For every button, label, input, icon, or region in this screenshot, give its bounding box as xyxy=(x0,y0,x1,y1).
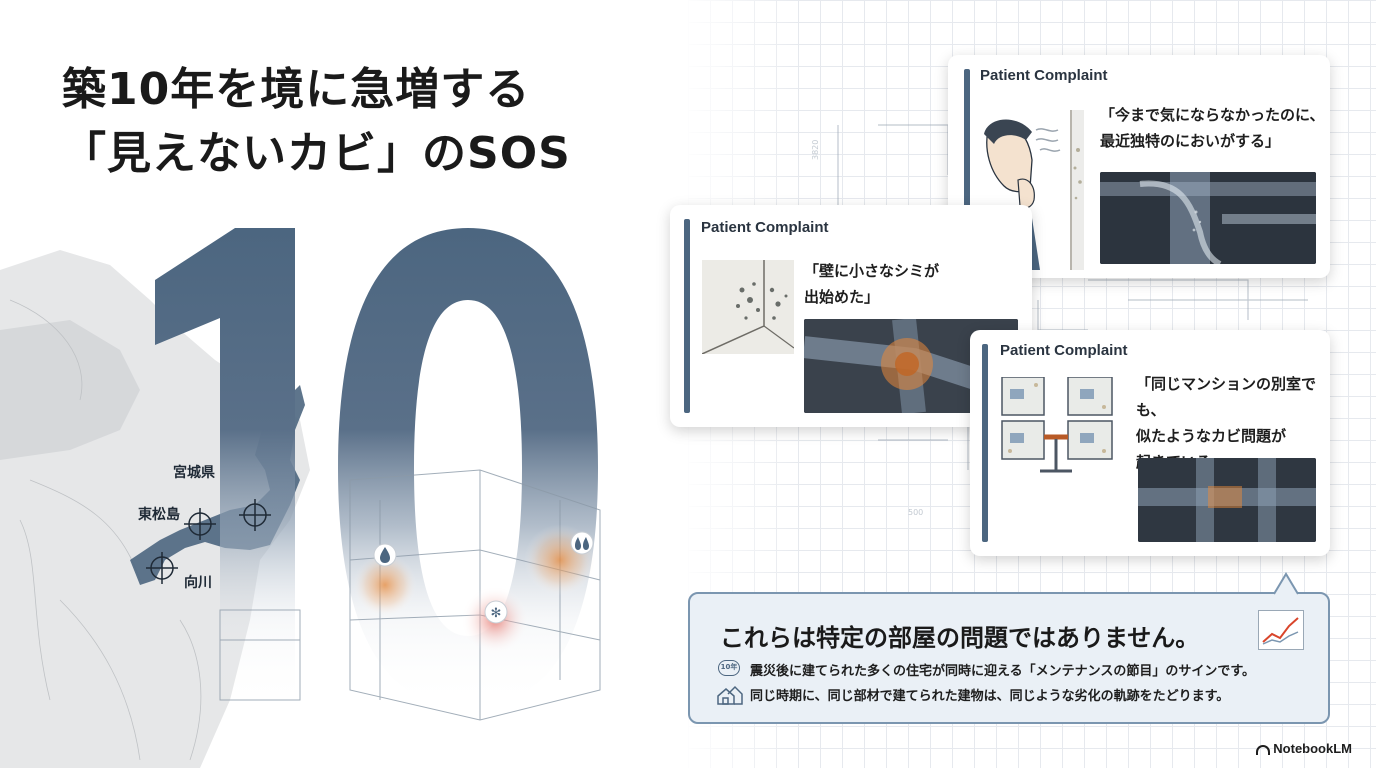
big-number-ten xyxy=(155,228,598,708)
svg-text:✻: ✻ xyxy=(491,606,502,621)
quote-line: 出始めた」 xyxy=(804,288,880,306)
wall-mold-spots-illustration xyxy=(702,260,794,354)
quote-line: 「同じマンションの別室でも、 xyxy=(1136,375,1317,419)
crosshair-marker-mukaigawa xyxy=(146,552,178,584)
quote-line: 似たようなカビ問題が xyxy=(1136,427,1287,445)
pipe-leak-photo xyxy=(1100,172,1316,264)
card-accent-bar xyxy=(982,344,988,542)
svg-text:500: 500 xyxy=(908,508,923,517)
summary-line-1: 震災後に建てられた多くの住宅が同時に迎える「メンテナンスの節目」のサインです。 xyxy=(750,664,1256,679)
page-title: 築10年を境に急増する 「見えないカビ」のSOS xyxy=(62,58,571,186)
water-drop-icon xyxy=(373,543,397,567)
houses-icon xyxy=(717,685,743,705)
map-and-number-illustration: ✻ xyxy=(0,228,601,768)
complaint-card-neighbors: Patient Complaint 「同じマンションの別室でも、 似たようなカビ… xyxy=(970,330,1330,556)
map-label-miyagi: 宮城県 xyxy=(173,465,215,481)
card-header: Patient Complaint xyxy=(1000,342,1128,359)
card-quote: 「今まで気にならなかったのに、 最近独特のにおいがする」 xyxy=(1100,102,1325,154)
quote-line: 最近独特のにおいがする」 xyxy=(1100,132,1281,150)
ten-year-badge-icon: 10年 xyxy=(718,660,740,676)
crosshair-marker-higashimatsushima xyxy=(184,508,216,540)
water-drops-icon xyxy=(570,531,594,555)
map-label-mukaigawa: 向川 xyxy=(184,575,212,591)
complaint-card-odor: Patient Complaint 「今まで気にならなかったのに、 最近独特のに… xyxy=(948,55,1330,278)
card-header: Patient Complaint xyxy=(980,67,1108,84)
trend-up-chart-icon xyxy=(1258,610,1304,650)
apartment-rooms-illustration xyxy=(1001,377,1113,473)
brand-footer: NotebookLM xyxy=(1256,741,1352,756)
summary-line-2: 同じ時期に、同じ部材で建てられた建物は、同じような劣化の軌跡をたどります。 xyxy=(750,689,1230,704)
card-accent-bar xyxy=(964,69,970,263)
crosshair-marker-east xyxy=(239,499,271,531)
mold-spore-icon: ✻ xyxy=(484,600,508,624)
quote-line: 「壁に小さなシミが xyxy=(804,262,940,280)
card-accent-bar xyxy=(684,219,690,413)
card-header: Patient Complaint xyxy=(701,219,829,236)
card-quote: 「壁に小さなシミが 出始めた」 xyxy=(804,258,939,310)
callout-pointer xyxy=(1273,572,1299,595)
map-label-higashimatsushima: 東松島 xyxy=(138,507,180,523)
notebooklm-logo-icon xyxy=(1256,744,1271,755)
title-line-2: 「見えないカビ」のSOS xyxy=(62,128,571,179)
summary-callout: これらは特定の部屋の問題ではありません。 10年 震災後に建てられた多くの住宅が… xyxy=(688,592,1330,724)
shared-pipe-photo xyxy=(1138,458,1316,542)
summary-title: これらは特定の部屋の問題ではありません。 xyxy=(720,624,1200,652)
quote-line: 「今まで気にならなかったのに、 xyxy=(1100,106,1325,124)
svg-text:3820: 3820 xyxy=(811,140,820,160)
brand-name: NotebookLM xyxy=(1273,741,1352,756)
title-line-1: 築10年を境に急増する xyxy=(62,64,531,115)
